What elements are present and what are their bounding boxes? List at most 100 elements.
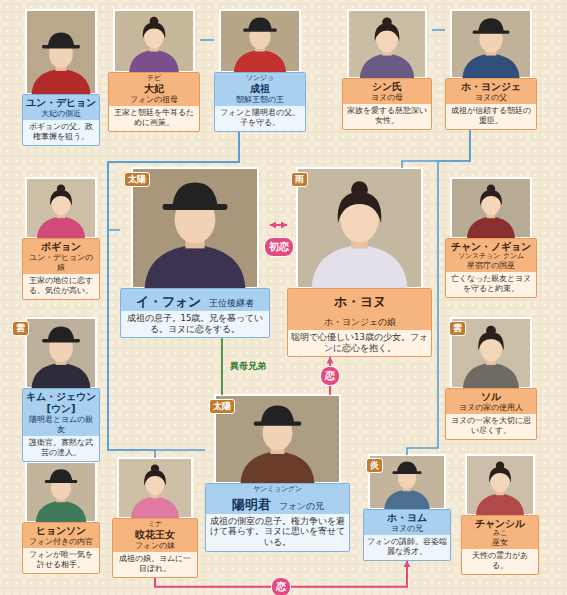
character-card: ホ・ヨヌホ・ヨンジェの娘聡明で心優しい13歳の少女。フォンに恋心を抱く。 <box>287 168 432 357</box>
portrait <box>451 10 531 78</box>
character-description: 天性の霊力がある。 <box>462 549 538 574</box>
character-card: シン氏ヨヌの母家族を愛する慈悲深い女性。 <box>342 10 432 130</box>
character-name: シン氏 <box>346 81 428 93</box>
character-name: ソル <box>449 391 533 403</box>
character-description: 成祖の娘。ヨムに一目ぼれ。 <box>113 552 197 577</box>
character-name: キム・ジェウン[ウン] <box>26 391 96 415</box>
character-card: ボギョンユン・デヒョンの娘王家の地位に恋する。気位が高い。 <box>22 178 100 300</box>
portrait <box>466 455 534 515</box>
character-description: 成祖が信頼する朝廷の重臣。 <box>446 104 536 129</box>
character-description: 聡明で心優しい13歳の少女。フォンに恋心を抱く。 <box>288 330 431 356</box>
portrait <box>26 318 96 388</box>
character-description: 王家の地位に恋する。気位が高い。 <box>23 274 99 299</box>
card-plate: ヤンミョングン陽明君フォンの兄成祖の側室の息子。権力争いを避けて暮らす。ヨヌに思… <box>205 483 350 552</box>
relation-arrow <box>270 224 287 226</box>
character-description: 家族を愛する慈悲深い女性。 <box>343 104 431 129</box>
character-description: 王家と朝廷を牛耳るために画策。 <box>109 106 199 131</box>
character-description: 護衛官。寡黙な武芸の達人。 <box>23 436 99 461</box>
character-card: キム・ジェウン[ウン]陽明君とヨムの親友護衛官。寡黙な武芸の達人。 <box>22 318 100 462</box>
name-band: ボギョンユン・デヒョンの娘 <box>23 239 99 274</box>
name-band: ホ・ヨンジェヨヌの父 <box>446 79 536 104</box>
edge-label: 恋 <box>271 577 291 595</box>
portrait <box>451 178 531 238</box>
character-card: ミナ旼花王女フォンの妹成祖の娘。ヨムに一目ぼれ。 <box>112 458 198 578</box>
portrait-figure <box>32 32 91 94</box>
character-role: 陽明君とヨムの親友 <box>26 415 96 435</box>
element-badge: 太陽 <box>209 399 235 414</box>
character-role: ヨヌの家の使用人 <box>449 403 533 413</box>
character-card: チャン・ノギョンソンスチョン クンム星宿庁の国巫亡くなった親友とヨヌを守ると約束… <box>445 178 537 298</box>
portrait-figure <box>463 326 519 388</box>
card-plate: ソルヨヌの家の使用人ヨヌの一家を大切に思い尽くす。 <box>445 388 537 440</box>
element-badge: 雨 <box>291 172 308 187</box>
name-band: イ・フォン王位後継者 <box>121 289 269 311</box>
element-badge: 太陽 <box>124 172 150 187</box>
character-role: 星宿庁の国巫 <box>449 261 533 271</box>
portrait <box>26 462 96 522</box>
name-band: ソルヨヌの家の使用人 <box>446 389 536 414</box>
furigana: みこ <box>465 530 535 538</box>
name-band: チャンシルみこ巫女 <box>462 516 538 549</box>
portrait-figure <box>131 465 179 518</box>
character-card: ソルヨヌの家の使用人ヨヌの一家を大切に思い尽くす。 <box>445 318 537 440</box>
name-band: ヒョンソンフォン付きの内官 <box>23 523 99 548</box>
card-plate: ボギョンユン・デヒョンの娘王家の地位に恋する。気位が高い。 <box>22 238 100 300</box>
portrait <box>114 10 194 72</box>
character-role: ヨヌの父 <box>449 93 533 103</box>
character-name: イ・フォン <box>136 294 201 310</box>
edge-label: 初恋 <box>264 237 294 257</box>
character-role: ユン・デヒョンの娘 <box>26 253 96 273</box>
edge-label: 恋 <box>320 366 340 386</box>
character-description: 亡くなった親友とヨヌを守ると約束。 <box>446 272 536 297</box>
character-description: フォンが唯一気を許せる相手。 <box>23 548 99 573</box>
character-name: 成祖 <box>218 83 302 95</box>
character-card: チャンシルみこ巫女天性の霊力がある。 <box>461 455 539 575</box>
portrait-figure <box>467 185 515 238</box>
card-plate: ホ・ヨムヨヌの兄フォンの講師。容姿端麗な秀才。 <box>363 509 451 561</box>
character-role: フォンの兄 <box>279 501 324 512</box>
character-name: ヒョンソン <box>26 525 96 537</box>
character-name: 大妃 <box>112 83 196 95</box>
portrait <box>26 178 96 238</box>
name-band: ミナ旼花王女フォンの妹 <box>113 519 197 552</box>
card-plate: チャン・ノギョンソンスチョン クンム星宿庁の国巫亡くなった親友とヨヌを守ると約束… <box>445 238 537 298</box>
name-band: ホ・ヨムヨヌの兄 <box>364 510 450 535</box>
relation-line <box>200 39 214 41</box>
character-description: ボギョンの父。政権掌握を狙う。 <box>23 120 99 145</box>
character-name: ホ・ヨム <box>367 512 447 524</box>
character-role: フォンの祖母 <box>112 95 196 105</box>
name-band: キム・ジェウン[ウン]陽明君とヨムの親友 <box>23 389 99 436</box>
portrait-figure <box>476 462 524 515</box>
character-description: 成祖の側室の息子。権力争いを避けて暮らす。ヨヌに思いを寄せている。 <box>206 514 349 551</box>
portrait-figure <box>36 469 86 522</box>
character-role: ヨヌの兄 <box>367 524 447 534</box>
furigana: ミナ <box>116 521 194 529</box>
relation-line <box>108 132 239 230</box>
card-plate: ホ・ヨヌホ・ヨンジェの娘聡明で心優しい13歳の少女。フォンに恋心を抱く。 <box>287 288 432 357</box>
card-plate: ホ・ヨンジェヨヌの父成祖が信頼する朝廷の重臣。 <box>445 78 537 130</box>
edge-label: 異母兄弟 <box>228 360 268 373</box>
character-card: ホ・ヨンジェヨヌの父成祖が信頼する朝廷の重臣。 <box>445 10 537 130</box>
character-name: ホ・ヨンジェ <box>449 81 533 93</box>
portrait <box>348 10 426 78</box>
card-plate: ユン・デヒョン大妃の側近ボギョンの父。政権掌握を狙う。 <box>22 94 100 146</box>
portrait-figure <box>312 181 408 288</box>
character-card: テビ大妃フォンの祖母王家と朝廷を牛耳るために画策。 <box>108 10 200 132</box>
portrait <box>26 10 96 94</box>
character-description: ヨヌの一家を大切に思い尽くす。 <box>446 414 536 439</box>
name-band: チャン・ノギョンソンスチョン クンム星宿庁の国巫 <box>446 239 536 272</box>
character-name: チャンシル <box>465 518 535 530</box>
portrait <box>132 168 258 288</box>
portrait-figure <box>32 326 91 388</box>
name-band: シン氏ヨヌの母 <box>343 79 431 104</box>
name-band: ヤンミョングン陽明君フォンの兄 <box>206 484 349 514</box>
character-card: イ・フォン王位後継者成祖の息子。15歳。兄を慕っている。ヨヌに恋をする。 <box>120 168 270 338</box>
portrait-figure <box>37 185 85 238</box>
character-card: ヒョンソンフォン付きの内官フォンが唯一気を許せる相手。 <box>22 462 100 574</box>
character-role: ホ・ヨンジェの娘 <box>324 317 396 328</box>
furigana: ソンスチョン クンム <box>449 253 533 261</box>
character-name: ボギョン <box>26 241 96 253</box>
character-role: 大妃の側近 <box>26 109 96 119</box>
